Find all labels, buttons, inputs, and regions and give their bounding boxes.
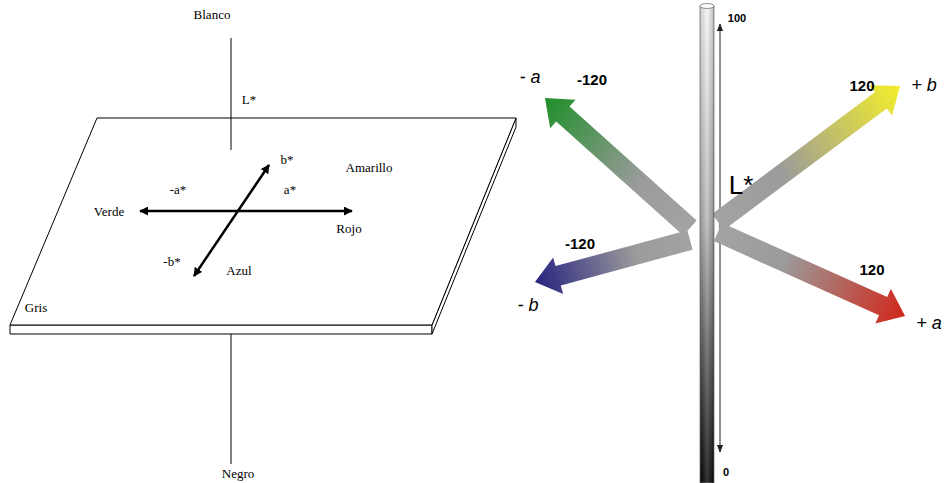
scale-value: -120 [565, 236, 595, 253]
lab-3d-figure [535, 4, 905, 483]
pole-label: Blanco [194, 8, 231, 22]
axis-label: L* [729, 171, 754, 200]
pole-label: Negro [222, 467, 255, 481]
scale-value: 120 [849, 78, 874, 95]
axis-label: + a [916, 314, 942, 334]
axis-band-arrow [714, 223, 905, 324]
color-label: Amarillo [346, 161, 393, 175]
axis-label: - b [517, 296, 538, 316]
b-axis-arrow [194, 165, 269, 276]
scale-value: 100 [728, 12, 746, 24]
l-axis [231, 38, 232, 118]
axis-label: b* [281, 153, 294, 167]
lightness-cylinder [700, 6, 714, 483]
scale-value: -120 [577, 72, 607, 89]
lab-plane-figure [10, 38, 516, 464]
axis-band-arrow [545, 98, 697, 235]
scale-value: 120 [859, 262, 884, 279]
l-axis [231, 334, 232, 464]
axis-label: a* [284, 183, 296, 197]
color-label: Rojo [336, 222, 361, 236]
color-plane [10, 118, 516, 325]
color-label: Verde [94, 205, 124, 219]
axis-label: - a [519, 68, 540, 88]
lightness-cylinder [700, 6, 714, 483]
a-axis-arrow [140, 210, 352, 213]
axis-band-arrow [712, 85, 900, 230]
axis-label: -a* [170, 183, 187, 197]
axis-band-arrow [535, 230, 693, 294]
plane-edge [10, 325, 432, 334]
color-label: Gris [25, 301, 47, 315]
axis-label: -b* [163, 255, 180, 269]
l-axis [231, 118, 232, 150]
axis-label: + b [911, 76, 937, 96]
scale-value: 0 [723, 466, 729, 478]
color-label: Azul [226, 264, 251, 278]
axis-label: L* [242, 93, 256, 107]
lightness-cylinder [700, 4, 714, 9]
